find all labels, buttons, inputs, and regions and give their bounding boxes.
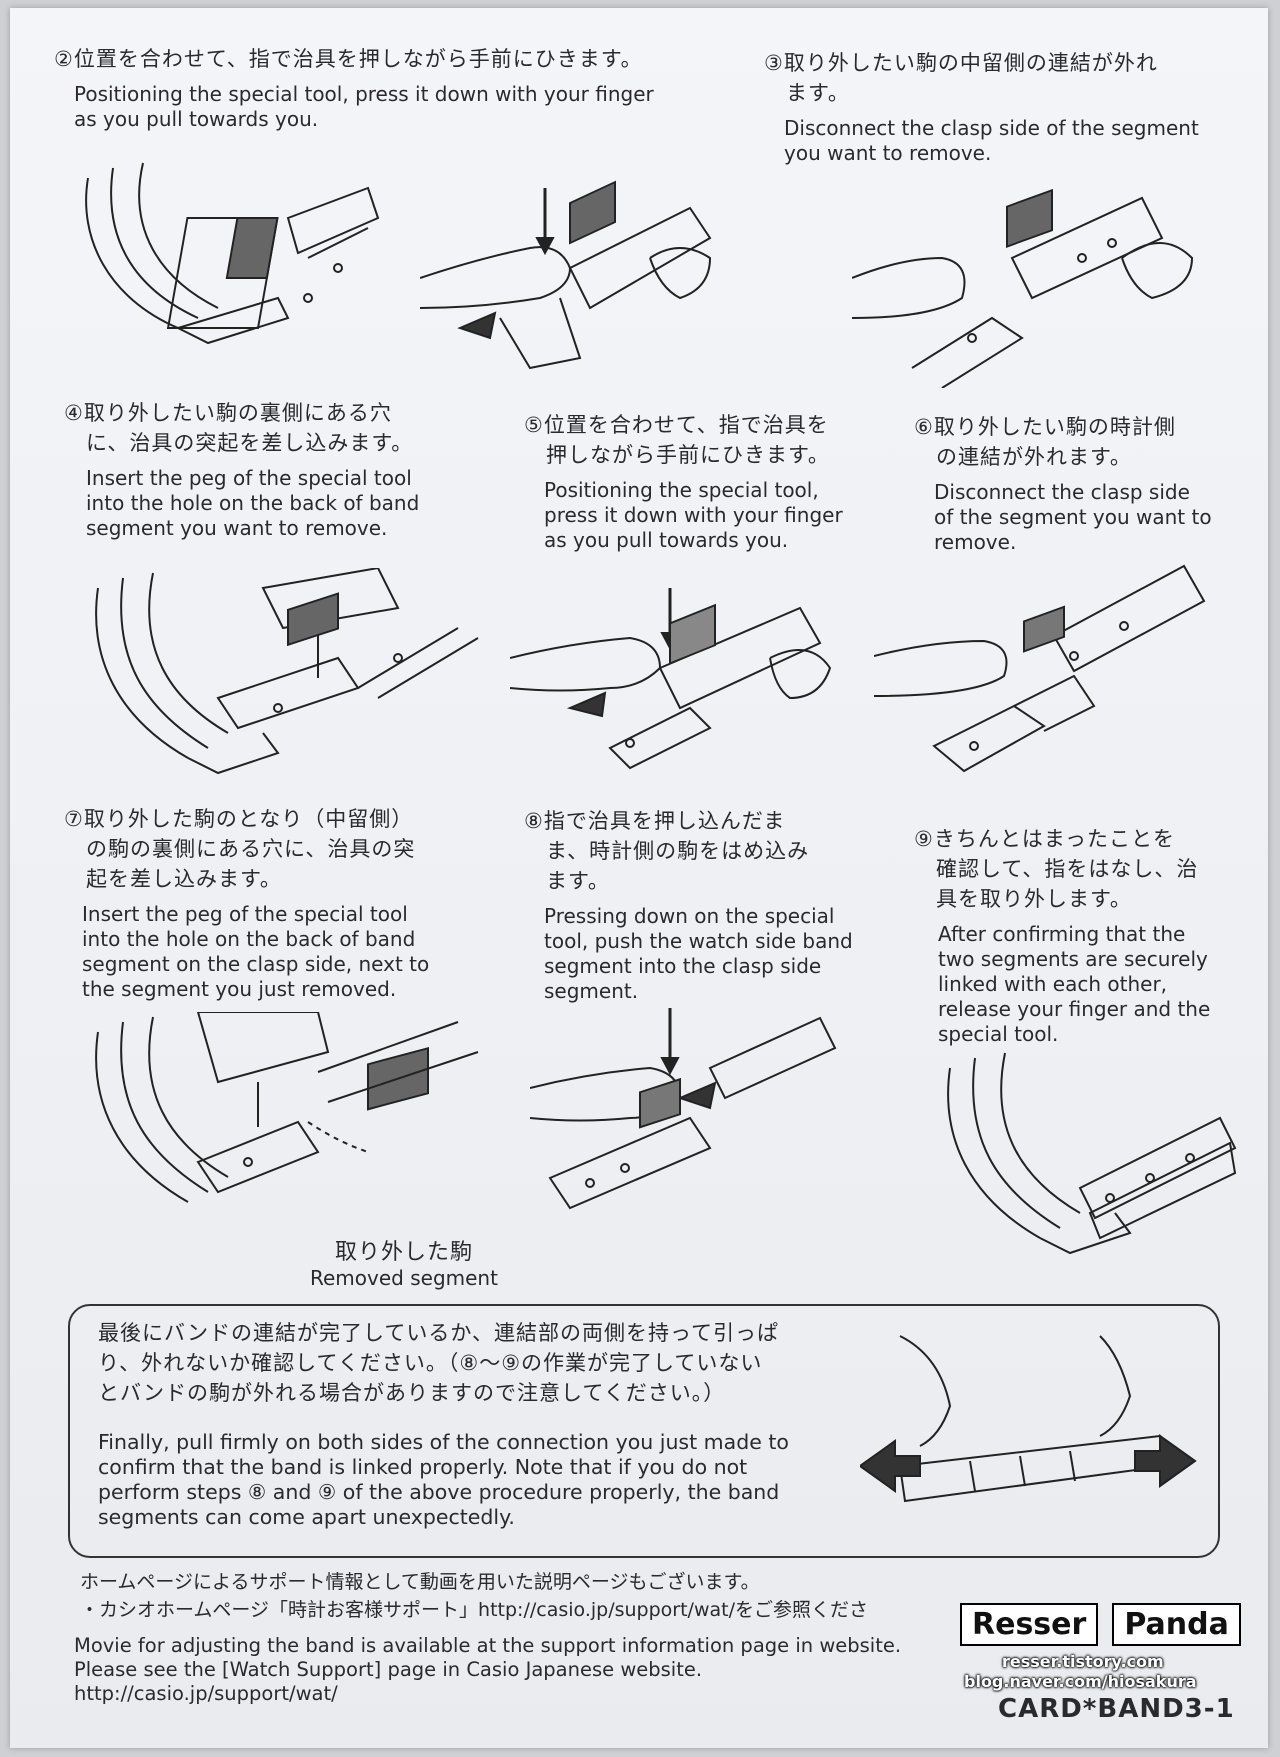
step-2-en: Positioning the special tool, press it d… xyxy=(74,82,654,131)
illustration-step-9-linked-band xyxy=(930,1048,1240,1268)
illustration-step-2-band-tool xyxy=(68,158,398,358)
illustration-step-2-finger-press xyxy=(420,178,730,378)
final-check-jp: 最後にバンドの連結が完了しているか、連結部の両側を持って引っぱ り、外れないか確… xyxy=(98,1321,779,1405)
illustration-pull-test xyxy=(860,1316,1200,1546)
footer-en: Movie for adjusting the band is availabl… xyxy=(74,1634,902,1705)
step-7: ⑦取り外した駒のとなり（中留側） の駒の裏側にある穴に、治具の突 起を差し込みま… xyxy=(64,804,484,1002)
step-5-en: Positioning the special tool, press it d… xyxy=(544,478,843,552)
step-8-en: Pressing down on the special tool, push … xyxy=(544,904,853,1003)
step-3-en: Disconnect the clasp side of the segment… xyxy=(784,116,1199,165)
step-3: ③取り外したい駒の中留側の連結が外れ ます。 Disconnect the cl… xyxy=(764,48,1244,166)
watermark-left: Resser xyxy=(960,1603,1099,1646)
step-9-en: After confirming that the two segments a… xyxy=(938,922,1211,1046)
step-9-jp: ⑨きちんとはまったことを 確認して、指をはなし、治 具を取り外します。 xyxy=(914,827,1199,911)
illustration-step-8-push-segment xyxy=(530,1008,850,1218)
step-8-jp: ⑧指で治具を押し込んだま ま、時計側の駒をはめ込み ます。 xyxy=(524,809,810,893)
watermark-line-2: blog.naver.com/hiosakura xyxy=(964,1672,1197,1691)
step-4-jp: ④取り外したい駒の裏側にある穴 に、治具の突起を差し込みます。 xyxy=(64,401,414,455)
step-5-jp: ⑤位置を合わせて、指で治具を 押しながら手前にひきます。 xyxy=(524,413,830,467)
step-7-jp: ⑦取り外した駒のとなり（中留側） の駒の裏側にある穴に、治具の突 起を差し込みま… xyxy=(64,807,416,891)
step-7-en: Insert the peg of the special tool into … xyxy=(82,902,430,1001)
step-8: ⑧指で治具を押し込んだま ま、時計側の駒をはめ込み ます。 Pressing d… xyxy=(524,806,884,1004)
step-4: ④取り外したい駒の裏側にある穴 に、治具の突起を差し込みます。 Insert t… xyxy=(64,398,484,541)
step-6-jp: ⑥取り外したい駒の時計側 の連結が外れます。 xyxy=(914,415,1176,469)
illustration-step-3-disconnect xyxy=(852,168,1222,388)
step-6: ⑥取り外したい駒の時計側 の連結が外れます。 Disconnect the cl… xyxy=(914,412,1254,555)
step-2: ②位置を合わせて、指で治具を押しながら手前にひきます。 Positioning … xyxy=(54,44,694,132)
removed-segment-en: Removed segment xyxy=(310,1266,498,1290)
watermark: Resser Panda resser.tistory.com blog.nav… xyxy=(960,1603,1250,1692)
illustration-step-4-insert-peg xyxy=(78,568,488,788)
removed-segment-label: 取り外した駒 Removed segment xyxy=(310,1234,498,1290)
illustration-step-7-insert-peg xyxy=(78,1012,488,1232)
illustration-step-5-finger-press xyxy=(510,588,850,788)
removed-segment-jp: 取り外した駒 xyxy=(334,1240,473,1265)
illustration-step-6-disconnect xyxy=(874,556,1234,786)
step-9: ⑨きちんとはまったことを 確認して、指をはなし、治 具を取り外します。 Afte… xyxy=(914,824,1254,1047)
step-6-en: Disconnect the clasp side of the segment… xyxy=(934,480,1212,554)
step-2-jp: ②位置を合わせて、指で治具を押しながら手前にひきます。 xyxy=(54,47,643,71)
instruction-sheet: ②位置を合わせて、指で治具を押しながら手前にひきます。 Positioning … xyxy=(10,8,1268,1748)
step-4-en: Insert the peg of the special tool into … xyxy=(86,466,420,540)
final-check-en: Finally, pull firmly on both sides of th… xyxy=(98,1430,789,1529)
watermark-line-1: resser.tistory.com xyxy=(1002,1652,1164,1671)
document-code: CARD*BAND3-1 xyxy=(998,1694,1235,1724)
footer-jp: ホームページによるサポート情報として動画を用いた説明ページもございます。 ・カシ… xyxy=(80,1571,868,1621)
step-3-jp: ③取り外したい駒の中留側の連結が外れ ます。 xyxy=(764,51,1158,105)
final-check-box: 最後にバンドの連結が完了しているか、連結部の両側を持って引っぱ り、外れないか確… xyxy=(68,1304,1220,1558)
step-5: ⑤位置を合わせて、指で治具を 押しながら手前にひきます。 Positioning… xyxy=(524,410,884,553)
watermark-right: Panda xyxy=(1112,1603,1241,1646)
